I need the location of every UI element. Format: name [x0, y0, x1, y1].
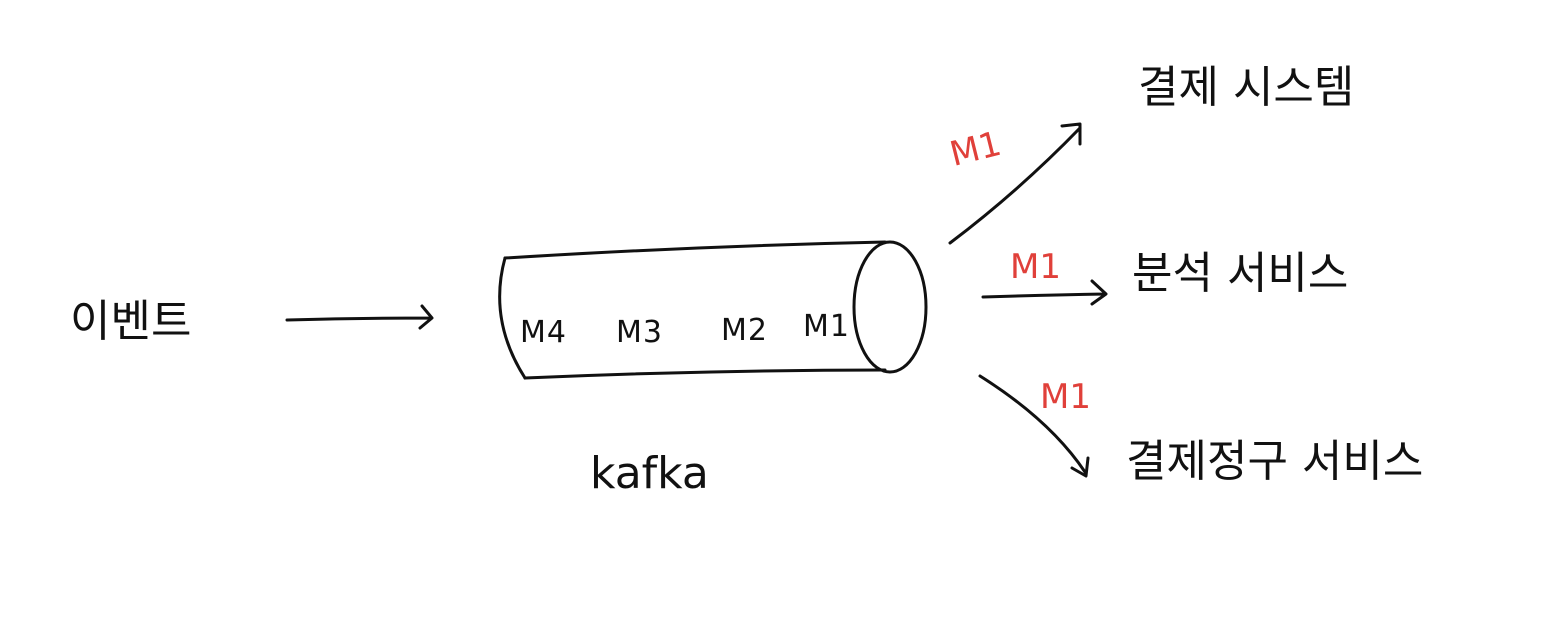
- arrow-message-label-2: M1: [1010, 247, 1061, 287]
- tube-left-edge: [498, 256, 527, 380]
- tube-right-cap: [852, 240, 928, 374]
- consumer-payment-system: 결제 시스템: [1138, 62, 1355, 113]
- message-m2: M2: [721, 313, 768, 348]
- consumer-analytics-service: 분석 서비스: [1132, 248, 1349, 299]
- tube-bottom-edge: [523, 368, 887, 380]
- topic-label: kafka: [590, 448, 709, 499]
- source-label: 이벤트: [70, 296, 192, 347]
- message-m4: M4: [520, 315, 567, 350]
- kafka-tube: [498, 240, 928, 380]
- arrow-to-analytics-service: [981, 279, 1108, 306]
- consumer-billing-service: 결제정구 서비스: [1126, 436, 1424, 487]
- message-m1: M1: [803, 309, 850, 344]
- message-m3: M3: [616, 315, 663, 350]
- source-arrow: [285, 304, 434, 330]
- arrow-to-payment-system: [948, 122, 1082, 245]
- tube-top-edge: [503, 240, 887, 260]
- arrow-message-label-3: M1: [1040, 377, 1091, 417]
- arrow-to-billing-service: [978, 374, 1090, 478]
